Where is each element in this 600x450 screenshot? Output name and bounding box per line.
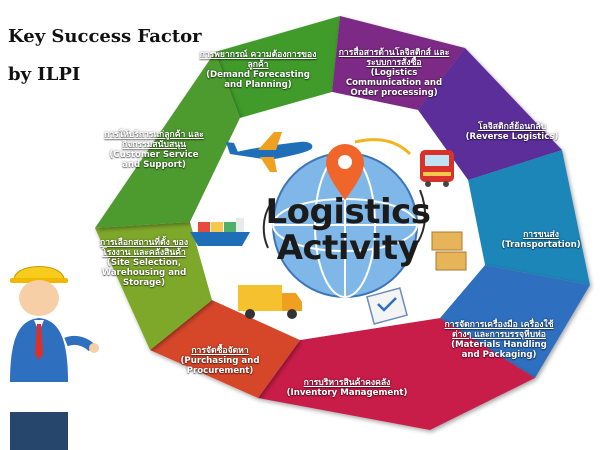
label-site-selection-en: (Site Selection, Warehousing and Storage… [101,258,187,288]
label-inventory-management-en: (Inventory Management) [286,388,408,398]
label-logistics-communication: การสื่อสารด้านโลจิสติกส์ และระบบการสั่งซ… [334,48,454,98]
truck-icon [238,285,302,319]
label-logistics-communication-en: (Logistics Communication and Order proce… [345,68,443,98]
label-transportation-th: การขนส่ง [523,230,559,240]
airplane-icon [226,132,313,172]
label-materials-handling-th: การจัดการเครื่องมือ เครื่องใช้ต่างๆ และก… [444,320,554,340]
label-site-selection: การเลือกสถานที่ตั้ง ของโรงงาน และคลังสิน… [92,238,196,288]
main-subtitle: by ILPI [8,64,81,85]
label-inventory-management: การบริหารสินค้าคงคลัง (Inventory Managem… [282,378,412,398]
segment-site-selection [95,222,212,350]
label-inventory-management-th: การบริหารสินค้าคงคลัง [303,378,391,388]
map-pin-icon [326,144,364,200]
label-reverse-logistics-th: โลจิสติกส์ย้อนกลับ [477,122,547,132]
label-customer-service-th: การให้บริการแก่ลูกค้า และกิจกรรมสนับสนุน [104,130,204,150]
arrow-left-icon [262,204,271,249]
label-reverse-logistics: โลจิสติกส์ย้อนกลับ (Reverse Logistics) [460,122,564,142]
label-purchasing-th: การจัดซื้อจัดหา [191,346,249,356]
arrow-top-icon [354,138,412,156]
label-demand-forecasting: การพยากรณ์ ความต้องการของลูกค้า (Demand … [198,50,318,90]
center-title-line1: Logistics [265,192,431,232]
label-transportation-en: (Transportation) [501,240,581,250]
label-purchasing: การจัดซื้อจัดหา (Purchasing and Procurem… [172,346,268,376]
boxes-icon [431,231,467,271]
segment-customer-service [95,52,240,228]
label-materials-handling: การจัดการเครื่องมือ เครื่องใช้ต่างๆ และก… [444,320,554,360]
label-logistics-communication-th: การสื่อสารด้านโลจิสติกส์ และระบบการสั่งซ… [338,48,450,68]
label-materials-handling-en: (Materials Handling and Packaging) [451,340,547,360]
label-demand-forecasting-en: (Demand Forecasting and Planning) [206,70,310,90]
segment-purchasing [150,300,300,398]
ship-icon [190,218,250,246]
engineer-figure-icon [10,266,99,450]
label-site-selection-th: การเลือกสถานที่ตั้ง ของโรงงาน และคลังสิน… [99,238,189,258]
main-title: Key Success Factor [8,26,202,47]
segment-transportation [468,150,590,285]
label-purchasing-en: (Purchasing and Procurement) [180,356,260,376]
segment-materials-handling [440,265,590,378]
segment-demand-forecasting [215,16,340,118]
segment-inventory-management [258,318,535,430]
train-icon [420,150,454,187]
label-customer-service: การให้บริการแก่ลูกค้า และกิจกรรมสนับสนุน… [102,130,206,170]
center-title-line2: Activity [276,228,420,268]
clipboard-icon [366,287,408,325]
label-transportation: การขนส่ง (Transportation) [496,230,586,250]
segment-logistics-communication [332,16,465,110]
label-reverse-logistics-en: (Reverse Logistics) [465,132,559,142]
label-customer-service-en: (Customer Service and Support) [109,150,199,170]
arrow-right-icon [417,189,426,243]
label-demand-forecasting-th: การพยากรณ์ ความต้องการของลูกค้า [199,50,317,70]
segment-reverse-logistics [418,48,562,180]
